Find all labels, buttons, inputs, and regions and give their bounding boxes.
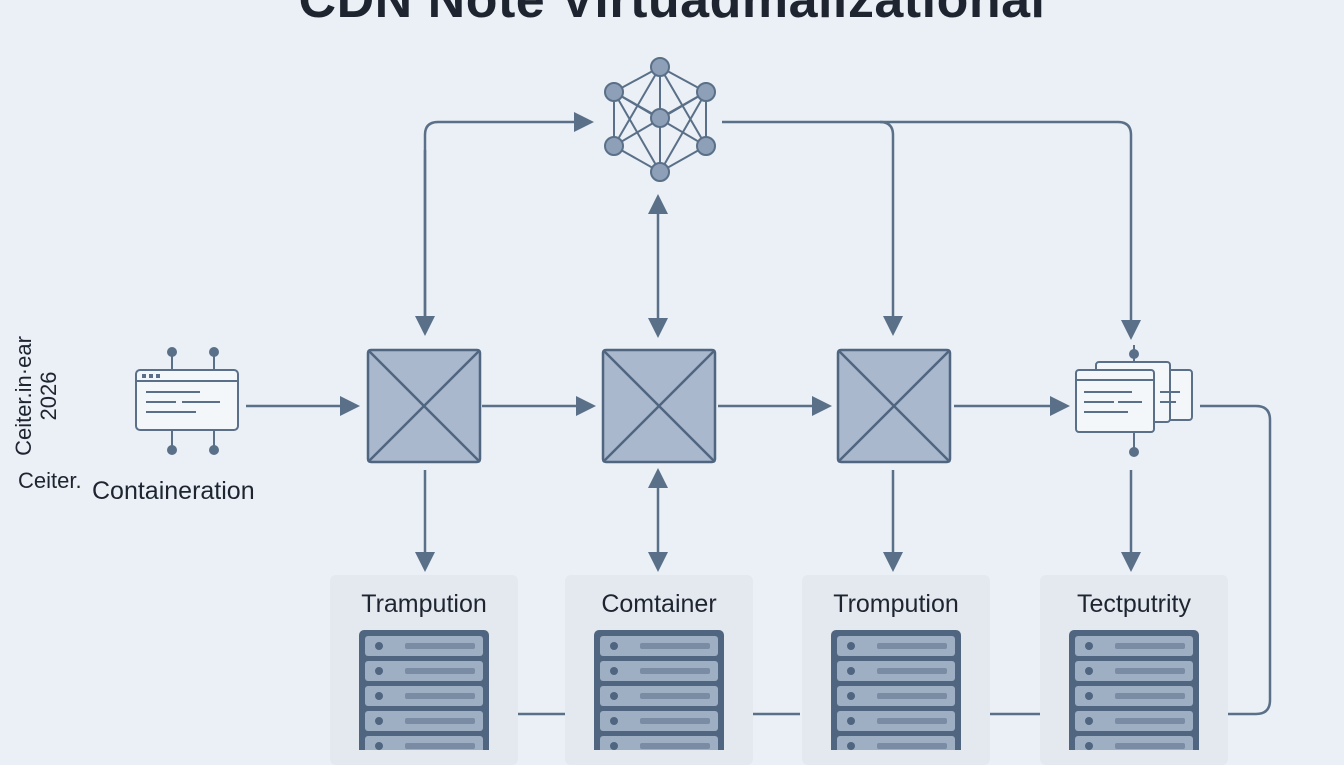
server-label-2: Comtainer (601, 590, 717, 618)
edge-target-loop (1200, 404, 1272, 716)
server-label-1: Trampution (361, 590, 487, 618)
source-label: Containeration (92, 477, 255, 505)
network-hub-icon (604, 57, 716, 182)
switch-node-3 (836, 348, 952, 464)
edge-hub-switch3 (722, 120, 903, 336)
edge-switch1-hub (423, 112, 594, 330)
side-text-block: Ceiter.in·ear 2026 (11, 328, 61, 478)
container-terminal-icon (135, 347, 239, 455)
server-label-3: Trompution (833, 590, 959, 618)
switch-node-2 (601, 348, 717, 464)
server-label-4: Tectputrity (1077, 590, 1191, 618)
side-text-line1: Ceiter.in·ear (11, 336, 36, 456)
stacked-windows-icon (1075, 345, 1193, 457)
diagram-title: CDN Note Virtuadmalizational (298, 0, 1046, 29)
side-text-line3: Ceiter. (18, 468, 82, 493)
edge-hub-target (880, 120, 1141, 340)
switch-node-1 (366, 348, 482, 464)
side-text-line2: 2026 (36, 371, 61, 421)
